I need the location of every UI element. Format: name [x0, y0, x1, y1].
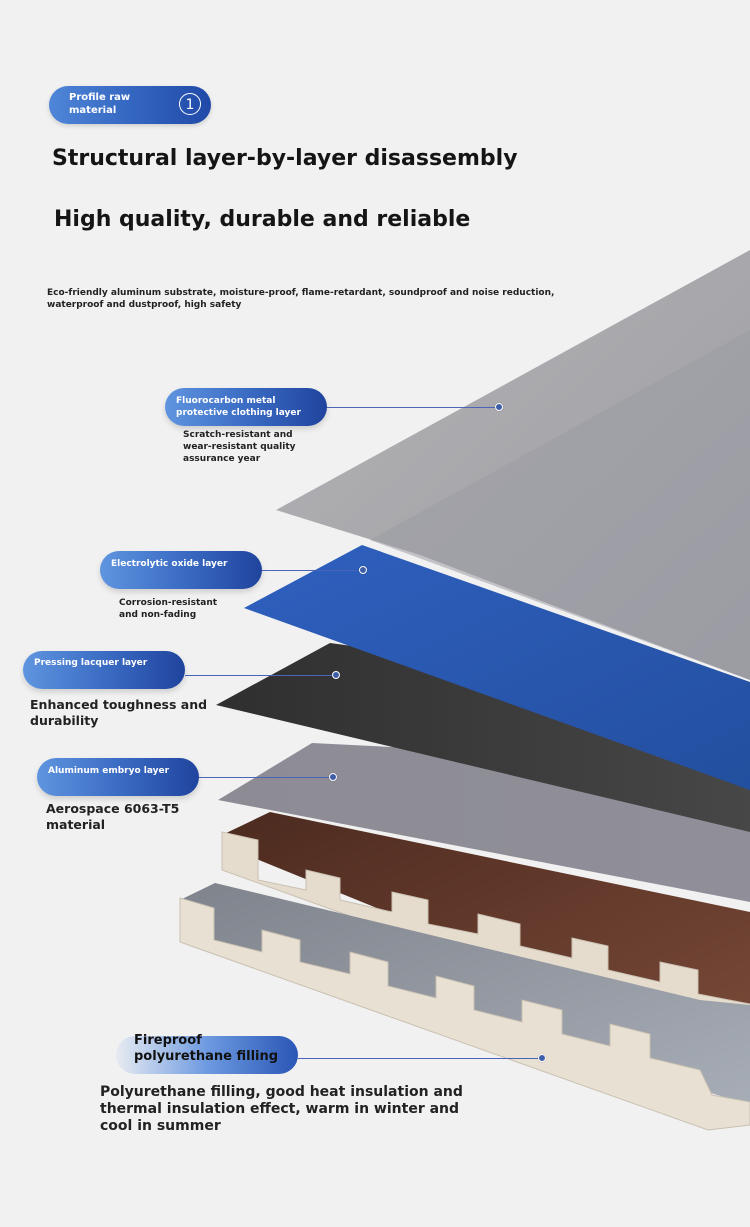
oxide-marker-dot	[359, 566, 367, 574]
filling-label: Fireproof polyurethane filling	[134, 1033, 279, 1064]
badge-number: 1	[179, 93, 201, 115]
aluminum-marker-dot	[329, 773, 337, 781]
filling-label-pill	[116, 1036, 298, 1074]
aluminum-description: Aerospace 6063-T5 material	[46, 801, 180, 832]
filling-marker-dot	[538, 1054, 546, 1062]
lacquer-label-pill: Pressing lacquer layer	[23, 651, 185, 689]
oxide-label-pill: Electrolytic oxide layer	[100, 551, 262, 589]
fluorocarbon-description: Scratch-resistant and wear-resistant qua…	[183, 430, 296, 464]
badge-label: Profile raw material	[69, 92, 131, 116]
lacquer-label: Pressing lacquer layer	[34, 658, 148, 668]
oxide-label: Electrolytic oxide layer	[111, 559, 228, 569]
filling-leader-line	[298, 1058, 539, 1059]
fluorocarbon-label-pill: Fluorocarbon metal protective clothing l…	[165, 388, 327, 426]
aluminum-label-pill: Aluminum embryo layer	[37, 758, 199, 796]
fluorocarbon-marker-dot	[495, 403, 503, 411]
aluminum-leader-line	[199, 777, 331, 778]
silver-panel	[179, 883, 750, 1131]
page-subtitle: High quality, durable and reliable	[54, 207, 471, 232]
aluminum-label: Aluminum embryo layer	[48, 766, 170, 776]
intro-text: Eco-friendly aluminum substrate, moistur…	[47, 288, 555, 310]
lacquer-description: Enhanced toughness and durability	[30, 697, 208, 728]
filling-description: Polyurethane filling, good heat insulati…	[100, 1084, 463, 1134]
fluorocarbon-leader-line	[327, 407, 497, 408]
lacquer-marker-dot	[332, 671, 340, 679]
page-title: Structural layer-by-layer disassembly	[52, 146, 518, 171]
fluorocarbon-label: Fluorocarbon metal protective clothing l…	[176, 396, 301, 418]
electrolytic-oxide-sheet	[244, 545, 750, 790]
section-badge: Profile raw material 1	[49, 86, 211, 124]
oxide-leader-line	[262, 570, 361, 571]
oxide-description: Corrosion-resistant and non-fading	[119, 598, 218, 620]
lacquer-leader-line	[185, 675, 334, 676]
